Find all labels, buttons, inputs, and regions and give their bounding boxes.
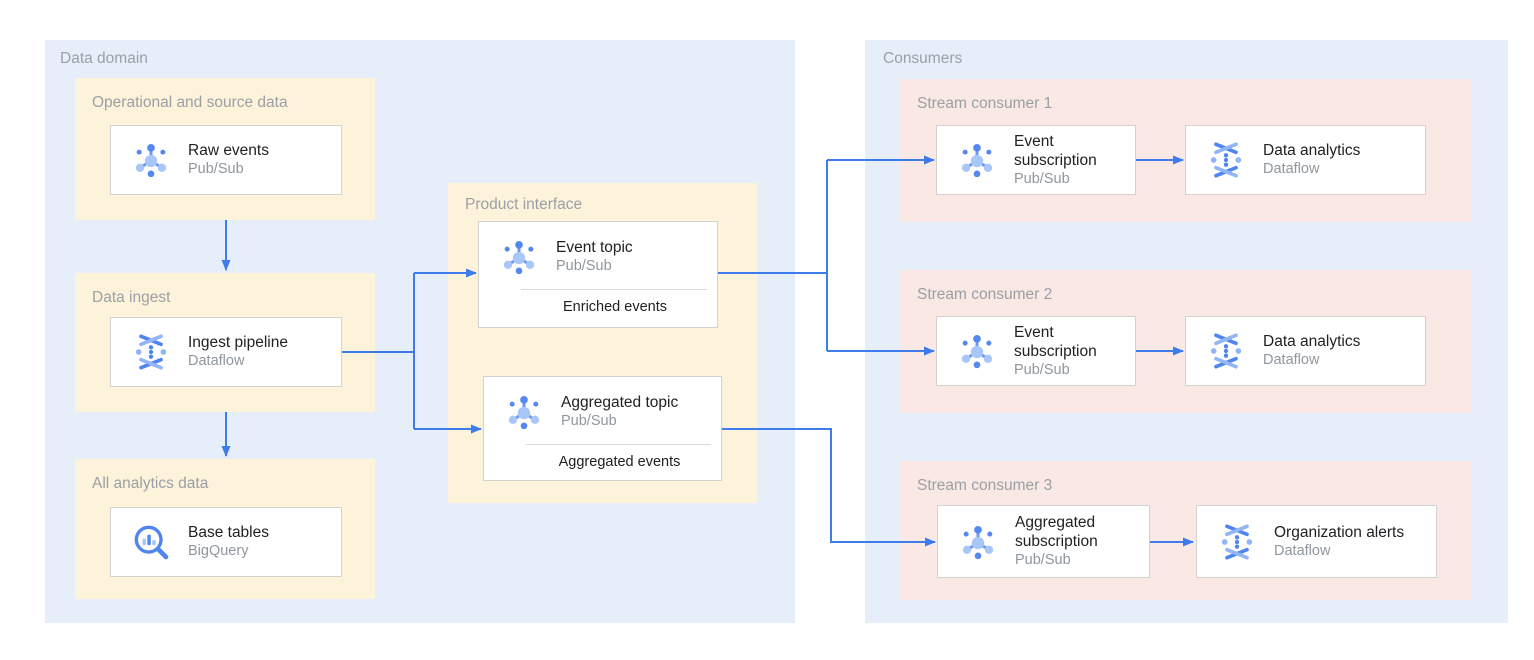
- product-interface-label: Product interface: [465, 196, 583, 213]
- data-ingest-group: Data ingest Ingest pipeline Dataflow: [75, 273, 375, 412]
- card-subtitle: Dataflow: [188, 353, 245, 369]
- aggregated-topic-card: Aggregated topic Pub/Sub Aggregated even…: [483, 376, 722, 481]
- card-title: Event subscription: [1014, 132, 1097, 169]
- card-title: Event topic: [556, 239, 633, 256]
- event-subscription-card: Event subscription Pub/Sub: [936, 316, 1136, 386]
- consumers-label: Consumers: [883, 50, 963, 67]
- card-subtitle: Pub/Sub: [188, 161, 244, 177]
- card-subtitle: Pub/Sub: [561, 413, 617, 429]
- pubsub-icon: [958, 522, 998, 562]
- product-interface-group: Product interface Event topic Pub/Sub En…: [448, 183, 757, 503]
- operational-source-data-label: Operational and source data: [92, 94, 288, 111]
- data-domain-label: Data domain: [60, 50, 148, 67]
- stream-consumer-2-label: Stream consumer 2: [917, 286, 1053, 303]
- all-analytics-data-group: All analytics data Base tables BigQuery: [75, 459, 375, 599]
- card-subtitle: Dataflow: [1263, 352, 1320, 368]
- card-subtitle: Dataflow: [1263, 161, 1320, 177]
- pubsub-icon: [131, 140, 171, 180]
- divider: [526, 444, 711, 445]
- card-title: Aggregated subscription: [1015, 514, 1098, 550]
- card-title: Organization alerts: [1274, 523, 1405, 541]
- card-title: Aggregated topic: [561, 394, 679, 411]
- ingest-pipeline-card: Ingest pipeline Dataflow: [110, 317, 342, 387]
- stream-consumer-2-group: Stream consumer 2 Event subscription Pub…: [900, 270, 1472, 413]
- aggregated-subscription-card: Aggregated subscription Pub/Sub: [937, 505, 1150, 578]
- divider: [521, 289, 707, 290]
- operational-source-data-group: Operational and source data Raw events P…: [75, 78, 375, 220]
- card-title: Data analytics: [1263, 333, 1361, 350]
- base-tables-card: Base tables BigQuery: [110, 507, 342, 577]
- consumers-region: Consumers Stream consumer 1 Event subscr…: [865, 40, 1508, 623]
- event-subscription-card: Event subscription Pub/Sub: [936, 125, 1136, 195]
- stream-consumer-1-group: Stream consumer 1 Event subscription Pub…: [900, 79, 1472, 222]
- topic-note: Aggregated events: [558, 454, 681, 470]
- card-subtitle: Dataflow: [1274, 542, 1331, 559]
- card-subtitle: Pub/Sub: [1014, 361, 1070, 378]
- pubsub-icon: [499, 237, 539, 277]
- data-analytics-card: Data analytics Dataflow: [1185, 125, 1426, 195]
- organization-alerts-card: Organization alerts Dataflow: [1196, 505, 1437, 578]
- all-analytics-data-label: All analytics data: [92, 475, 209, 492]
- stream-consumer-3-label: Stream consumer 3: [917, 477, 1053, 494]
- event-topic-card: Event topic Pub/Sub Enriched events: [478, 221, 718, 328]
- raw-events-card: Raw events Pub/Sub: [110, 125, 342, 195]
- card-subtitle: BigQuery: [188, 543, 249, 559]
- card-title: Ingest pipeline: [188, 334, 288, 351]
- card-title: Event subscription: [1014, 323, 1097, 360]
- bigquery-icon: [131, 522, 171, 562]
- dataflow-icon: [1206, 140, 1246, 180]
- card-title: Raw events: [188, 142, 269, 159]
- pubsub-icon: [957, 140, 997, 180]
- data-analytics-card: Data analytics Dataflow: [1185, 316, 1426, 386]
- card-subtitle: Pub/Sub: [556, 258, 612, 274]
- topic-note: Enriched events: [563, 299, 667, 315]
- dataflow-icon: [1217, 522, 1257, 562]
- card-subtitle: Pub/Sub: [1014, 170, 1070, 187]
- stream-consumer-3-group: Stream consumer 3 Aggregated subscriptio…: [900, 461, 1472, 600]
- card-title: Data analytics: [1263, 142, 1361, 159]
- data-domain-region: Data domain Operational and source data …: [45, 40, 795, 623]
- dataflow-icon: [1206, 331, 1246, 371]
- pubsub-icon: [504, 392, 544, 432]
- dataflow-icon: [131, 332, 171, 372]
- card-subtitle: Pub/Sub: [1015, 552, 1071, 568]
- data-ingest-label: Data ingest: [92, 289, 171, 306]
- stream-consumer-1-label: Stream consumer 1: [917, 95, 1053, 112]
- pubsub-icon: [957, 331, 997, 371]
- card-title: Base tables: [188, 524, 269, 541]
